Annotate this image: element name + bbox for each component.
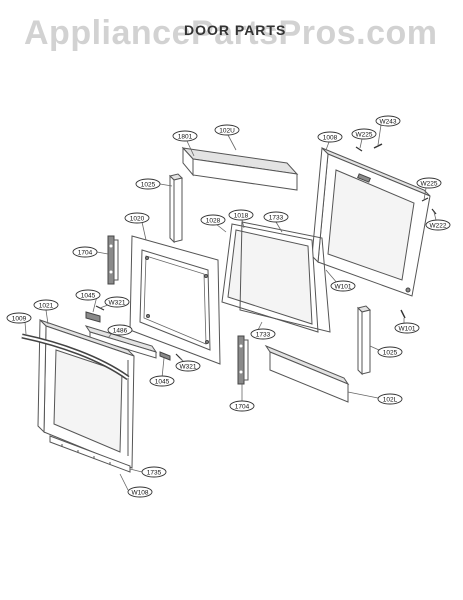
callout-c2: 1801: [172, 130, 198, 142]
callout-c24-text: 1045: [155, 378, 170, 385]
callout-c8-text: W222: [430, 222, 447, 229]
outer-front-door-1021: [37, 318, 135, 469]
callout-c28: W108: [127, 486, 153, 498]
callout-c18-text: 1009: [12, 315, 27, 322]
callout-c22-text: W321: [180, 363, 197, 370]
rear-door-panel-1008: [311, 146, 431, 297]
callout-c16: W321: [104, 296, 130, 308]
callout-c21: 1733: [250, 328, 276, 340]
screws-top: [355, 143, 437, 215]
callout-c14: W101: [330, 280, 356, 292]
callout-c7-text: W225: [421, 180, 438, 187]
callout-c15: 1045: [75, 289, 101, 301]
leader-lines: [24, 124, 437, 491]
callout-c9-text: 1020: [130, 215, 145, 222]
callout-c8: W222: [425, 219, 451, 231]
inner-glass-1018: [221, 221, 331, 333]
callout-c5: W225: [351, 128, 377, 140]
bracket-1045-lower: [159, 351, 183, 361]
callout-c28-text: W108: [132, 489, 149, 496]
callout-c23: 1025: [377, 346, 403, 358]
callout-c16-text: W321: [109, 299, 126, 306]
callout-c12-text: 1733: [269, 214, 284, 221]
callout-c11-text: 1018: [234, 212, 249, 219]
callout-c22: W321: [175, 360, 201, 372]
callout-c24: 1045: [149, 375, 175, 387]
callout-c3: 102U: [214, 124, 240, 136]
callout-c9: 1020: [124, 212, 150, 224]
callout-c11: 1018: [228, 209, 254, 221]
callout-c19: 1486: [107, 324, 133, 336]
bottom-vent-1735: [49, 435, 131, 473]
callout-c25: 102L: [377, 393, 403, 405]
callout-c6-text: 1025: [141, 181, 156, 188]
callout-c13-text: 1704: [78, 249, 93, 256]
callout-c13: 1704: [72, 246, 98, 258]
screw-w101: [400, 309, 406, 319]
door-handle-1009: [21, 333, 130, 381]
callout-c18: 1009: [6, 312, 32, 324]
callout-c7: W225: [416, 177, 442, 189]
side-bracket-1025-upper: [169, 173, 183, 244]
side-bracket-1025-lower: [357, 305, 371, 376]
bracket-1045-upper: [85, 305, 105, 323]
callout-c19-text: 1486: [113, 327, 128, 334]
callout-c25-text: 102L: [383, 396, 398, 403]
callout-c26: 1704: [229, 400, 255, 412]
callout-c12: 1733: [263, 211, 289, 223]
callout-c6: 1025: [135, 178, 161, 190]
callout-c26-text: 1704: [235, 403, 250, 410]
callout-c23-text: 1025: [383, 349, 398, 356]
callout-c10-text: 1028: [206, 217, 221, 224]
bottom-trim-102l: [264, 344, 350, 403]
hinge-1704-lower: [237, 335, 249, 385]
watermark: AppliancePartsPros.com: [24, 14, 438, 52]
inner-door-frame-1020: [129, 235, 221, 365]
callout-c5-text: W225: [356, 131, 373, 138]
diagram-title: DOOR PARTS: [184, 22, 287, 38]
callout-c1-text: W243: [380, 118, 397, 125]
callout-c17-text: 1021: [39, 302, 54, 309]
vent-strip-1486: [84, 325, 158, 359]
callout-c14-text: W101: [335, 283, 352, 290]
callout-c21-text: 1733: [256, 331, 271, 338]
callout-c20-text: W101: [399, 325, 416, 332]
callout-c1: W243: [375, 115, 401, 127]
callout-c27-text: 1735: [147, 469, 162, 476]
hinge-1704-upper: [107, 235, 119, 285]
callout-c4: 1008: [317, 131, 343, 143]
callout-c27: 1735: [141, 466, 167, 478]
callout-c15-text: 1045: [81, 292, 96, 299]
callout-c2-text: 1801: [178, 133, 193, 140]
callout-c20: W101: [394, 322, 420, 334]
callout-c17: 1021: [33, 299, 59, 311]
callout-c4-text: 1008: [323, 134, 338, 141]
top-trim-102u: [181, 146, 299, 191]
callout-c3-text: 102U: [219, 127, 235, 134]
callout-c10: 1028: [200, 214, 226, 226]
